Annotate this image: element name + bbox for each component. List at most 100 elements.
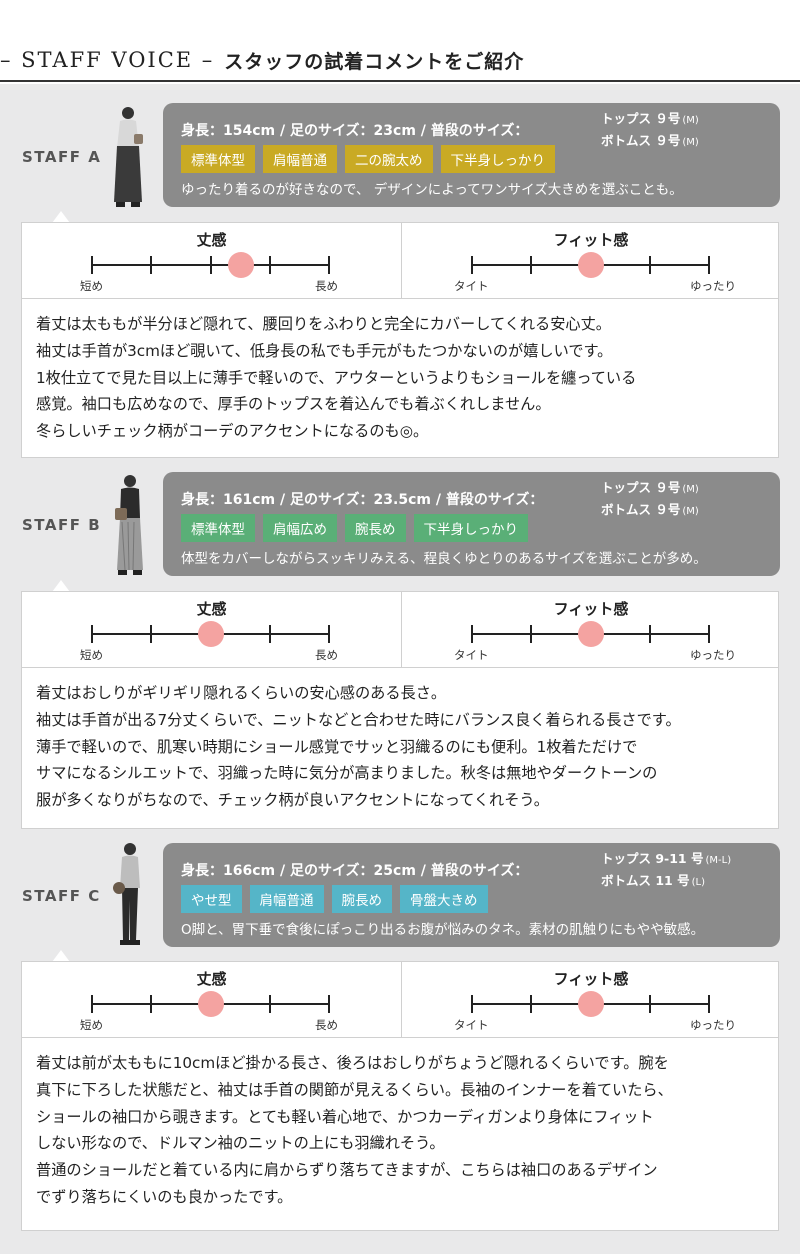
body-type-tag: 肩幅広め (263, 514, 337, 542)
body-type-tag: 下半身しっかり (440, 145, 555, 173)
length-scale: 丈感 短め 長め (22, 592, 401, 667)
staff-info-box: 身長：161cm / 足のサイズ：23.5cm / 普段のサイズ： トップス ９… (163, 472, 780, 576)
length-level-marker (227, 252, 254, 278)
comment-line: 着丈は前が太ももに10cmほど掛かる長さ、後ろはおしりがちょうど隠れるくらいです… (36, 1054, 669, 1072)
length-min-label: 短め (80, 1018, 103, 1032)
length-min-label: 短め (80, 648, 103, 662)
scale-tick (269, 256, 271, 274)
scale-tick (91, 995, 93, 1013)
length-scale-title: 丈感 (196, 970, 227, 988)
comment-line: 感覚。袖口も広めなので、厚手のトップスを着込んでも着ぶくれしません。 (36, 395, 551, 414)
scale-tick (649, 625, 651, 643)
scale-separator (22, 1037, 778, 1038)
comment-line: 薄手で軽いので、肌寒い時期にショール感覚でサッと羽織るのにも便利。1枚着ただけで (36, 737, 638, 756)
body-type-tag: 腕長め (345, 514, 406, 542)
length-min-label: 短め (80, 279, 103, 293)
scale-divider (401, 962, 402, 1037)
header-title-en: – STAFF VOICE – (0, 48, 215, 72)
body-type-tag: 骨盤大きめ (400, 885, 488, 913)
section-header: – STAFF VOICE – スタッフの試着コメントをご紹介 (0, 0, 800, 82)
fit-max-label: ゆったり (690, 279, 736, 293)
scale-separator (22, 298, 778, 299)
tops-size-unit: (M) (682, 484, 699, 495)
comment-line: ショールの袖口から覗きます。とても軽い着心地で、かつカーディガンより身体にフィッ… (36, 1107, 654, 1126)
header-title-jp: スタッフの試着コメントをご紹介 (224, 50, 525, 73)
scale-tick (328, 256, 330, 274)
comment-line: でずり落ちにくいのも良かったです。 (36, 1187, 293, 1206)
comment-line: 袖丈は手首が3cmほど覗いて、低身長の私でも手元がもたつかないのが嬉しいです。 (36, 341, 613, 360)
usual-sizes: トップス ９号(M) ボトムス ９号(M) (601, 109, 699, 153)
staff-spec: 身長：161cm / 足のサイズ：23.5cm / 普段のサイズ： (181, 492, 544, 508)
staff-photo (113, 843, 140, 945)
fit-scale: フィット感 タイト ゆったり (402, 592, 780, 667)
fit-scale-box: 丈感 短め 長め フィット感 タイト ゆったり 着丈は太ももが半分ほど隠 (21, 222, 779, 458)
comment-line: しない形なので、ドルマン袖のニットの上にも羽織れそう。 (36, 1134, 445, 1153)
staff-label: STAFF B (22, 516, 102, 534)
speech-notch (52, 211, 70, 223)
comment-line: 着丈は太ももが半分ほど隠れて、腰回りをふわりと完全にカバーしてくれる安心丈。 (36, 315, 611, 333)
comment-line: 普通のショールだと着ている内に肩からずり落ちてきますが、こちらは袖口のあるデザイ… (36, 1161, 658, 1180)
comment-line: サマになるシルエットで、羽織った時に気分が高まりました。秋冬は無地やダークトーン… (36, 764, 658, 783)
staff-photo (115, 475, 143, 575)
bottoms-size-unit: (L) (691, 877, 705, 888)
tops-size: トップス ９号 (601, 480, 681, 495)
bottoms-size-unit: (M) (682, 506, 699, 517)
scale-tick (150, 625, 152, 643)
scale-tick (269, 995, 271, 1013)
fit-scale-box: 丈感 短め 長め フィット感 タイト ゆったり 着丈は前が太ももに10c (21, 961, 779, 1231)
tops-size-unit: (M) (682, 115, 699, 126)
staff-description: 体型をカバーしながらスッキリみえる、程良くゆとりのあるサイズを選ぶことが多め。 (181, 551, 707, 567)
body-type-tag: 肩幅普通 (263, 145, 337, 173)
length-max-label: 長め (315, 279, 338, 293)
fit-min-label: タイト (454, 279, 489, 293)
scale-tick (530, 256, 532, 274)
scale-tick (91, 625, 93, 643)
staff-info-box: 身長：166cm / 足のサイズ：25cm / 普段のサイズ： トップス 9-1… (163, 843, 780, 947)
fit-scale: フィット感 タイト ゆったり (402, 223, 780, 298)
fit-scale-title: フィット感 (553, 970, 629, 988)
body-type-tag: 下半身しっかり (413, 514, 528, 542)
scale-separator (22, 667, 778, 668)
scale-tick (150, 256, 152, 274)
tops-size: トップス ９号 (601, 111, 681, 126)
scale-tick (530, 995, 532, 1013)
scale-tick (471, 995, 473, 1013)
staff-comment: 着丈は前が太ももに10cmほど掛かる長さ、後ろはおしりがちょうど隠れるくらいです… (36, 1050, 673, 1211)
fit-scale-box: 丈感 短め 長め フィット感 タイト ゆったり 着丈はおしりがギリギリ隠 (21, 591, 779, 829)
length-scale: 丈感 短め 長め (22, 223, 401, 298)
staff-photo (114, 107, 143, 207)
fit-min-label: タイト (454, 648, 489, 662)
bottoms-size: ボトムス 11 号 (601, 873, 690, 888)
comment-line: 袖丈は手首が出る7分丈くらいで、ニットなどと合わせた時にバランス良く着られる長さ… (36, 710, 681, 729)
fit-scale: フィット感 タイト ゆったり (402, 962, 780, 1037)
usual-sizes: トップス ９号(M) ボトムス ９号(M) (601, 478, 699, 522)
fit-min-label: タイト (454, 1018, 489, 1032)
length-scale: 丈感 短め 長め (22, 962, 401, 1037)
fit-level-marker (578, 991, 604, 1017)
staff-label: STAFF C (22, 887, 101, 905)
scale-tick (471, 256, 473, 274)
tops-size: トップス 9-11 号 (601, 851, 704, 866)
length-scale-title: 丈感 (196, 231, 227, 249)
staff-comment: 着丈は太ももが半分ほど隠れて、腰回りをふわりと完全にカバーしてくれる安心丈。 袖… (36, 311, 636, 445)
scale-tick (708, 256, 710, 274)
speech-notch (52, 580, 70, 592)
fit-scale-title: フィット感 (553, 600, 629, 618)
bottoms-size-unit: (M) (682, 137, 699, 148)
scale-tick (708, 995, 710, 1013)
body-type-tag: 腕長め (331, 885, 392, 913)
body-type-tags: やせ型 肩幅普通 腕長め 骨盤大きめ (181, 885, 488, 913)
scale-tick (471, 625, 473, 643)
bottoms-size: ボトムス ９号 (601, 133, 681, 148)
scale-tick (328, 995, 330, 1013)
fit-scale-title: フィット感 (553, 231, 629, 249)
tops-size-unit: (M-L) (705, 855, 732, 866)
staff-info-box: 身長：154cm / 足のサイズ：23cm / 普段のサイズ： トップス ９号(… (163, 103, 780, 207)
speech-notch (52, 950, 70, 962)
body-type-tag: 標準体型 (181, 145, 255, 173)
header-title: – STAFF VOICE – スタッフの試着コメントをご紹介 (0, 40, 524, 80)
fit-level-marker (578, 252, 604, 278)
comment-line: 服が多くなりがちなので、チェック柄が良いアクセントになってくれそう。 (36, 791, 549, 810)
staff-spec: 身長：154cm / 足のサイズ：23cm / 普段のサイズ： (181, 123, 529, 139)
fit-max-label: ゆったり (690, 1018, 736, 1032)
